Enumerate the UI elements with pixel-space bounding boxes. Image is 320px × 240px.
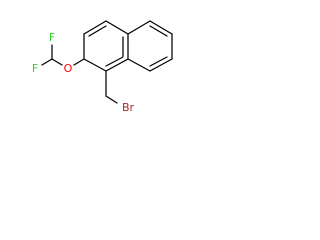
- bond-o-chf2: [51, 58, 63, 66]
- oxygen-atom-label: O: [64, 62, 73, 75]
- bond-c4a-c5: [127, 20, 151, 35]
- bond-chf2-f-bottom: [41, 58, 53, 66]
- bond-c1-c8a: [105, 58, 129, 72]
- structure-canvas: F F O Br: [0, 0, 203, 120]
- bond-c2-c1: [83, 58, 107, 72]
- bond-c2-o: [73, 58, 85, 66]
- double-bond-c5-c6: [149, 25, 168, 37]
- bromine-atom-label: Br: [122, 101, 135, 114]
- naphthalene-structure-diagram: F F O Br: [32, 20, 173, 114]
- double-bond-c4-c3: [88, 25, 107, 37]
- bromomethyl-group: [105, 70, 118, 104]
- bond-c4-c3: [83, 20, 107, 35]
- bond-c8-c8a: [127, 58, 151, 72]
- left-ring: [83, 20, 129, 72]
- right-ring: [127, 20, 173, 72]
- difluoromethoxy-group: [41, 44, 85, 66]
- fluorine-top-atom-label: F: [49, 31, 55, 44]
- fluorine-bottom-atom-label: F: [32, 62, 38, 75]
- bond-ch2-br: [105, 95, 118, 104]
- bond-c5-c6: [149, 20, 173, 35]
- bond-c7-c8: [149, 58, 173, 72]
- double-bond-c1-c8a: [105, 56, 124, 67]
- double-bond-c7-c8: [149, 56, 168, 67]
- bond-c4a-c4: [105, 20, 129, 35]
